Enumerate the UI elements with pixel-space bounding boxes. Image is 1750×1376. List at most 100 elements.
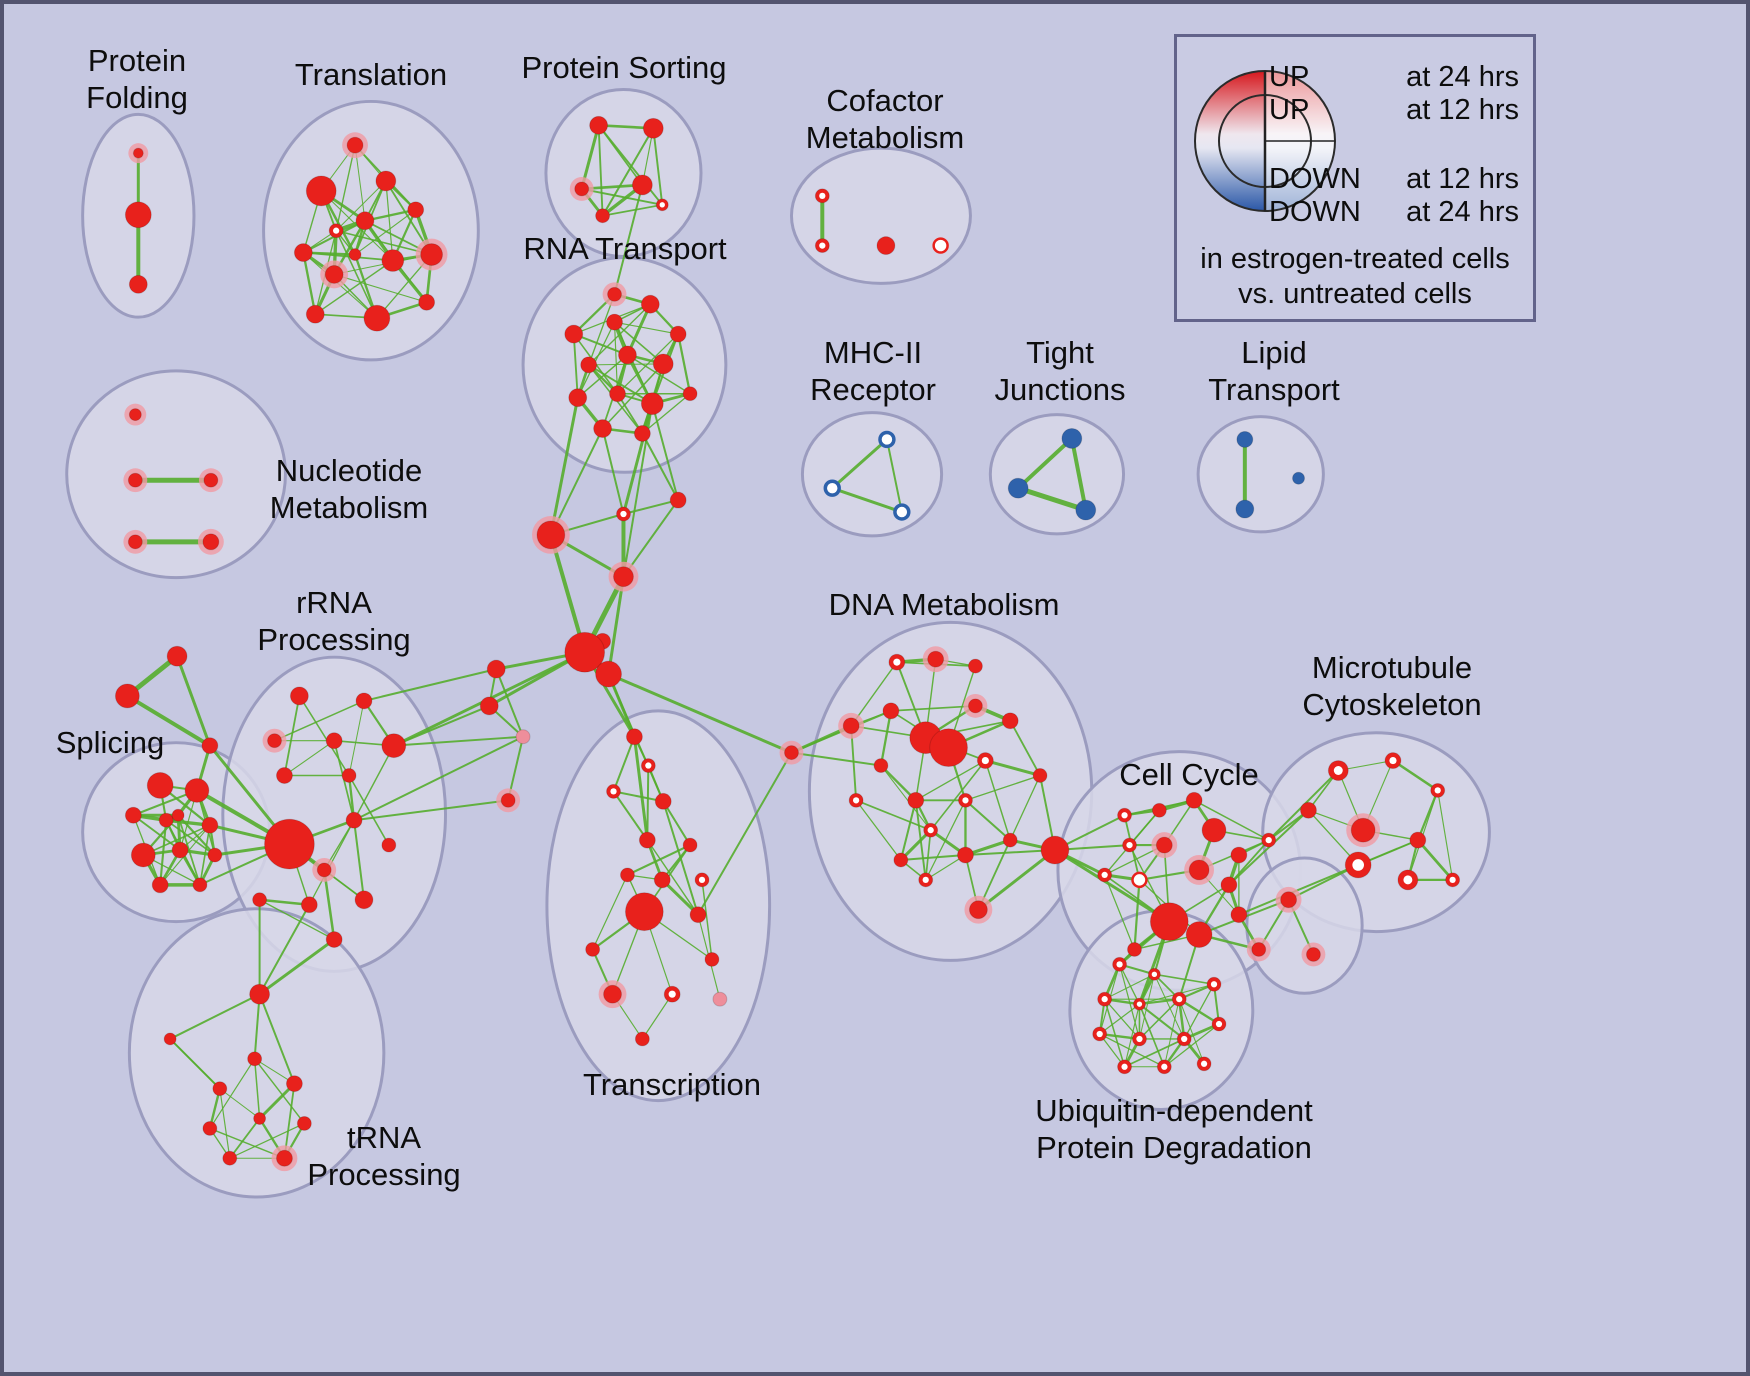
network-node	[192, 877, 208, 893]
node-white-center	[668, 990, 676, 998]
network-node	[363, 304, 391, 332]
network-node	[1185, 921, 1213, 948]
network-node	[285, 1075, 303, 1093]
network-node	[642, 117, 664, 139]
network-edge	[258, 899, 335, 941]
network-node	[354, 890, 374, 910]
network-node	[878, 430, 896, 449]
network-node	[124, 806, 142, 824]
network-node	[589, 115, 609, 135]
network-edge	[1016, 436, 1074, 491]
network-edge	[1163, 1023, 1220, 1068]
network-node	[564, 324, 584, 344]
network-node	[202, 1120, 218, 1136]
node-white-center	[1265, 836, 1272, 844]
network-node	[247, 1051, 263, 1067]
network-edge	[495, 668, 525, 738]
network-node	[967, 698, 983, 714]
legend-direction-label: DOWN	[1269, 163, 1361, 195]
network-node	[893, 503, 911, 521]
network-node	[613, 566, 634, 588]
network-edge	[646, 764, 650, 842]
network-edge	[1103, 998, 1126, 1068]
network-node	[163, 1032, 177, 1046]
node-white-center	[1333, 766, 1343, 775]
network-edge	[1163, 998, 1180, 1068]
cluster-ellipse-cofactor-metabolism	[789, 146, 972, 285]
network-node	[631, 174, 653, 196]
network-node	[184, 777, 210, 803]
node-white-center	[1210, 981, 1218, 988]
network-edge	[964, 799, 1012, 842]
network-edge	[1227, 809, 1310, 886]
network-node	[876, 236, 896, 256]
network-node	[882, 702, 900, 720]
network-node	[276, 1149, 293, 1167]
network-node	[420, 243, 444, 266]
network-edge	[652, 127, 664, 206]
network-node	[151, 876, 169, 894]
network-edge	[601, 363, 665, 430]
network-edge	[607, 575, 625, 676]
network-node	[264, 818, 315, 870]
network-node	[346, 136, 364, 154]
node-white-center	[1151, 971, 1158, 978]
node-white-center	[922, 876, 929, 884]
network-edge	[885, 438, 903, 514]
network-edge	[587, 303, 652, 366]
network-edge	[1178, 998, 1205, 1065]
legend-row-down-24: DOWN at 24 hrs	[1269, 196, 1519, 228]
network-svg	[65, 88, 1491, 1199]
network-edge	[929, 759, 987, 831]
node-white-center	[645, 762, 652, 769]
cluster-ellipse-lipid-transport	[1196, 415, 1325, 534]
network-edge	[1138, 998, 1180, 1040]
network-edge	[353, 744, 395, 821]
network-node	[130, 842, 156, 868]
network-edge	[335, 180, 387, 232]
node-white-center	[1121, 1063, 1128, 1070]
network-edge	[601, 203, 664, 217]
network-node	[580, 356, 598, 374]
network-edge	[1193, 799, 1270, 841]
network-node	[324, 264, 344, 284]
network-node	[1007, 477, 1029, 499]
network-edge	[1015, 485, 1089, 513]
network-node	[568, 388, 588, 408]
network-node	[536, 520, 566, 550]
network-node	[207, 847, 223, 863]
network-node	[128, 408, 142, 422]
network-node	[146, 772, 174, 799]
network-edge	[1009, 719, 1041, 777]
network-node	[166, 645, 188, 667]
network-node	[124, 201, 152, 229]
network-node	[595, 660, 622, 688]
network-edge	[353, 799, 510, 822]
network-edge	[601, 427, 625, 516]
network-node	[689, 906, 707, 924]
network-node	[252, 892, 268, 908]
node-white-center	[1176, 996, 1183, 1003]
network-node	[325, 732, 343, 750]
network-edge	[385, 180, 394, 262]
network-node	[375, 170, 397, 192]
network-edge	[362, 668, 498, 702]
network-node	[1061, 428, 1083, 449]
network-edge	[548, 532, 587, 655]
network-node	[212, 1081, 228, 1097]
network-node	[222, 1150, 238, 1166]
network-node	[171, 841, 189, 859]
network-edge	[1138, 1003, 1166, 1068]
network-edge	[1153, 973, 1215, 986]
network-node	[1220, 876, 1238, 894]
network-edge	[790, 751, 882, 767]
network-node	[624, 892, 664, 932]
network-edge	[632, 735, 649, 842]
network-node	[201, 816, 219, 834]
network-node	[1236, 431, 1254, 448]
node-white-center	[333, 227, 340, 234]
network-node	[1230, 906, 1248, 924]
node-white-center	[852, 797, 860, 804]
network-node	[132, 147, 144, 159]
network-edge	[641, 432, 680, 502]
